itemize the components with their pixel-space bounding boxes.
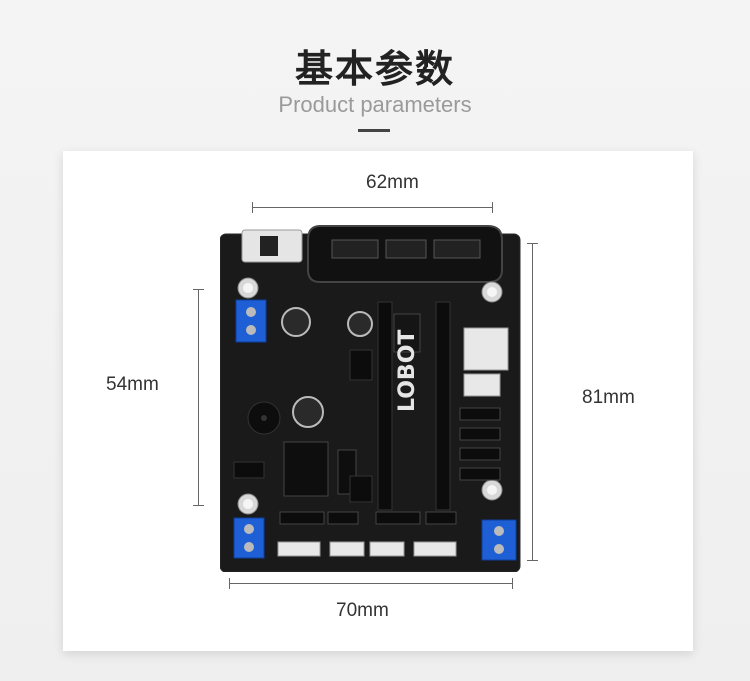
capacitor (281, 307, 311, 337)
dimension-line-right (532, 243, 533, 561)
pin-header (279, 511, 325, 525)
pin-header (349, 349, 373, 381)
buzzer-center (261, 415, 267, 421)
capacitor (347, 311, 373, 337)
voltage-regulator (393, 313, 421, 353)
dimension-line-left (198, 289, 199, 506)
terminal-screw (494, 526, 504, 536)
pin-header (459, 467, 501, 481)
connector (413, 541, 457, 557)
mounting-hole-center (243, 499, 253, 509)
brand-logo: LOBOT (395, 330, 420, 412)
uart-connector (277, 541, 321, 557)
page-subtitle: Product parameters (278, 92, 472, 117)
dimension-top-width: 62mm (366, 172, 419, 193)
terminal-screw (494, 544, 504, 554)
pin-header (459, 447, 501, 461)
pin-header (327, 511, 359, 525)
screw-terminal (235, 299, 267, 343)
title-divider (358, 129, 390, 132)
dimension-line-bottom (229, 583, 513, 584)
capacitor (292, 396, 324, 428)
mounting-hole-center (487, 287, 497, 297)
pin-header (349, 475, 373, 503)
dimension-line-top (252, 207, 493, 208)
mcu-header-left (377, 301, 393, 511)
page-title: 基本参数 (294, 47, 455, 91)
mcu-header-right (435, 301, 451, 511)
ps2-port-segment (385, 239, 427, 259)
terminal-screw (244, 542, 254, 552)
pin-header (233, 461, 265, 479)
pin-header (459, 407, 501, 421)
switch-slider (260, 236, 278, 256)
dimension-tick (252, 202, 253, 213)
dimension-tick (527, 243, 538, 244)
servo-connector (463, 327, 509, 371)
dimension-bottom-width: 70mm (336, 600, 389, 621)
mounting-hole-center (487, 485, 497, 495)
dimension-tick (193, 289, 204, 290)
dimension-tick (229, 578, 230, 589)
pcb-board-illustration: LOBOT (220, 225, 521, 572)
terminal-screw (246, 325, 256, 335)
dimension-tick (492, 202, 493, 213)
connector (369, 541, 405, 557)
dimension-tick (527, 560, 538, 561)
pin-header (375, 511, 421, 525)
dimension-left-height: 54mm (106, 374, 159, 395)
terminal-screw (246, 307, 256, 317)
connector (329, 541, 365, 557)
servo-connector (463, 373, 501, 397)
pin-header (425, 511, 457, 525)
pin-header (459, 427, 501, 441)
terminal-screw (244, 524, 254, 534)
ps2-port-segment (433, 239, 481, 259)
dimension-tick (512, 578, 513, 589)
dimension-tick (193, 505, 204, 506)
motor-driver-chip (283, 441, 329, 497)
dimension-right-height: 81mm (582, 387, 635, 408)
mounting-hole-center (243, 283, 253, 293)
ps2-port-segment (331, 239, 379, 259)
